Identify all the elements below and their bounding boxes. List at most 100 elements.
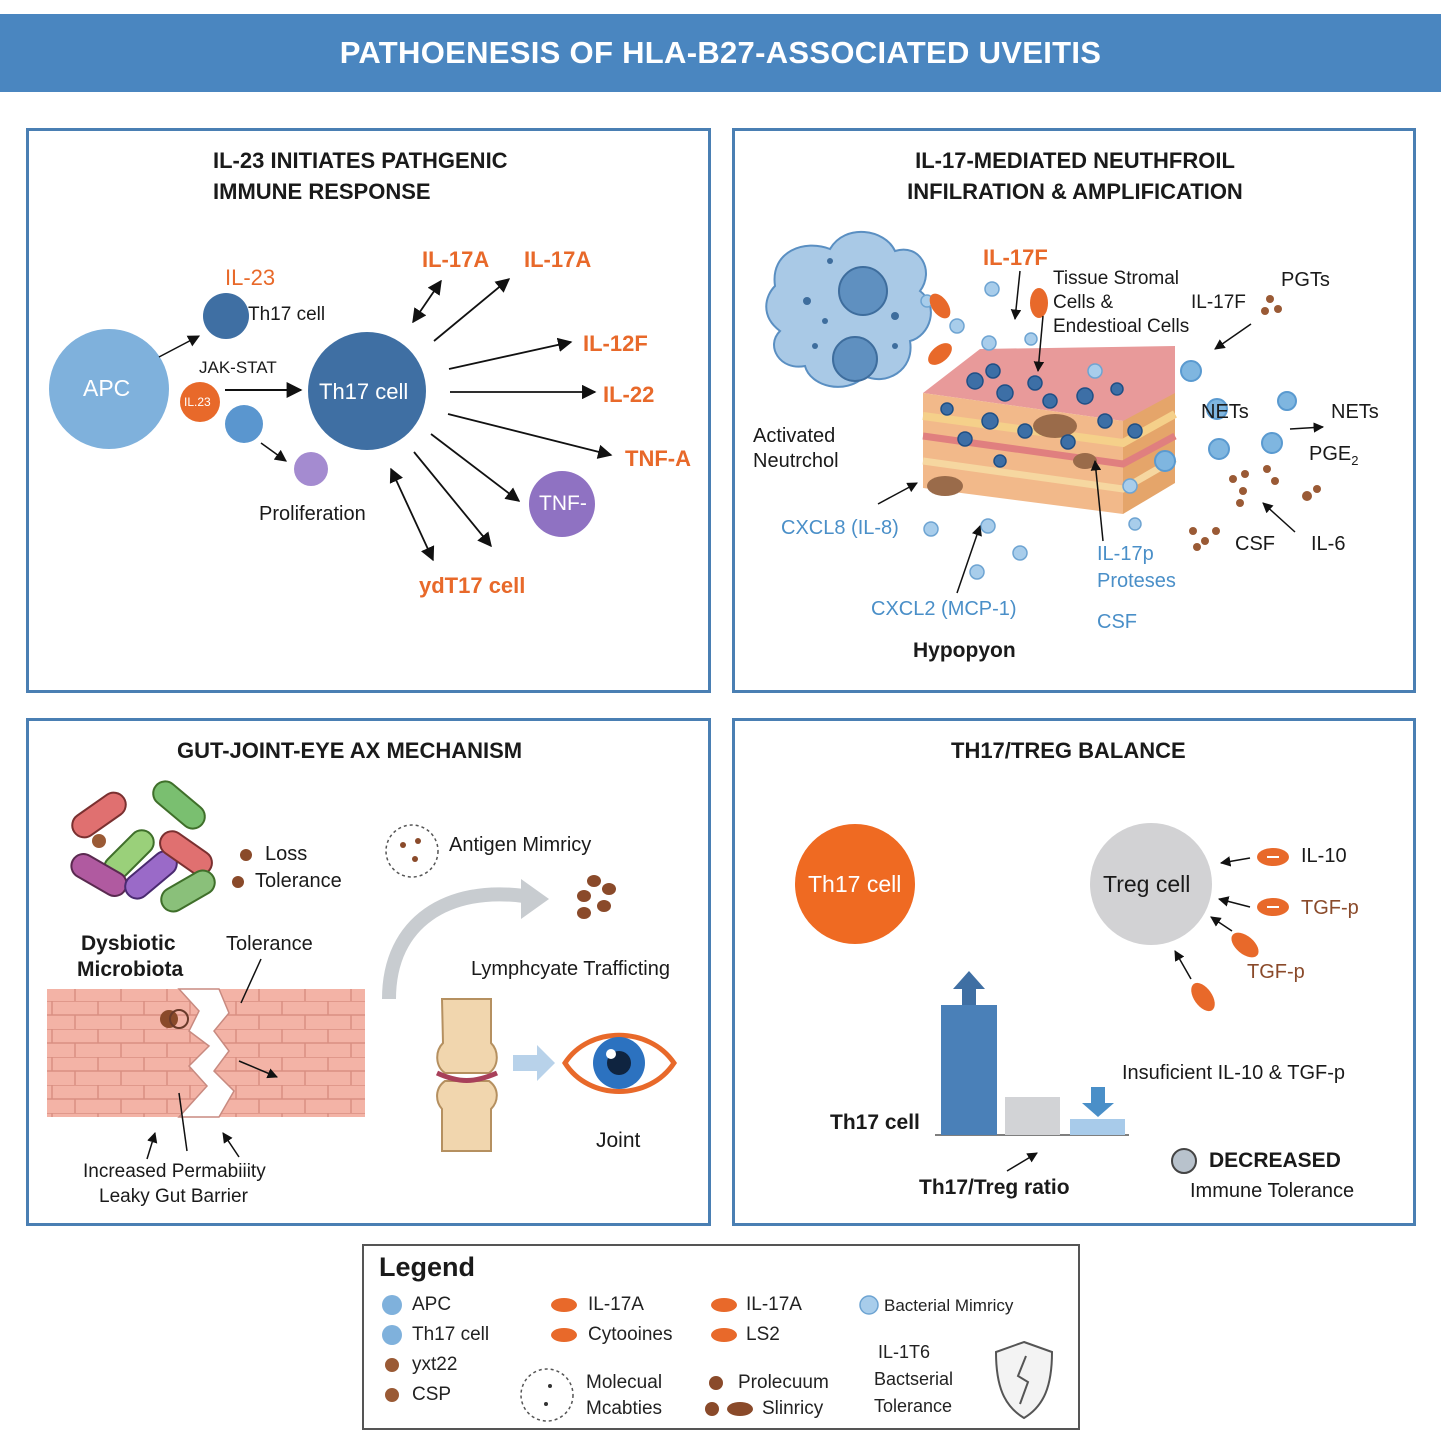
lymph-label: Lymphcyate Trafficting <box>471 958 670 980</box>
loss-label: Loss <box>265 843 308 865</box>
balance-diagram <box>795 823 1289 1174</box>
th17-big-cell <box>308 332 426 450</box>
legend-bacterial: Bactserial <box>874 1369 954 1389</box>
th17-small-cell <box>203 293 249 339</box>
arrow-ydt17-a <box>389 467 435 562</box>
il12f-label: IL-12F <box>583 331 648 356</box>
dysbiotic-label-1: Dysbiotic <box>81 932 176 955</box>
dysbiotic-bacteria <box>70 780 216 913</box>
joint-label: Joint <box>596 1129 641 1152</box>
il17f-top-label: IL-17F <box>983 245 1048 270</box>
legend-bacterial-mimicry: Bacterial Mimricy <box>884 1296 1014 1315</box>
activated-label-2: Neutrchol <box>753 450 839 472</box>
dysbiotic-label-2: Microbiota <box>77 958 184 981</box>
arrow-il17a-2 <box>433 278 511 342</box>
treg-cell <box>1090 823 1212 945</box>
antigen-mimicry-label: Antigen Mimricy <box>449 834 592 856</box>
csf-bottom-label: CSF <box>1097 611 1137 633</box>
decrease-arrow <box>1082 1087 1114 1117</box>
th17-small-label: Th17 cell <box>248 304 326 325</box>
legend-il17a-1: IL-17A <box>588 1294 644 1315</box>
arrow-il12f <box>448 337 573 370</box>
arrow-tnf <box>430 433 521 502</box>
gut-diagram <box>47 780 678 1160</box>
permeability-label-2: Leaky Gut Barrier <box>99 1186 248 1207</box>
decreased-label: DECREASED <box>1209 1149 1341 1172</box>
legend-th17: Th17 cell <box>412 1324 490 1345</box>
tolerance-label-2: Tolerance <box>226 933 313 955</box>
csf-right-label: CSF <box>1235 533 1275 555</box>
tgf-label-1: TGF-p <box>1301 897 1359 919</box>
th17-cell <box>795 824 915 944</box>
arrow-ydt17-b <box>413 451 492 548</box>
tnf-cell <box>529 471 595 537</box>
il17f-right-label: IL-17F <box>1191 292 1246 313</box>
proliferation-cell <box>294 452 328 486</box>
il17a-label-1: IL-17A <box>422 247 490 272</box>
tnf-label: TNF- <box>539 492 587 515</box>
legend-il1t6: IL-1T6 <box>878 1342 931 1362</box>
legend-box: Legend APC Th17 cell yxt22 CSP IL-17A Cy… <box>362 1244 1080 1430</box>
legend-tolerance: Tolerance <box>874 1396 953 1416</box>
legend-yxt22: yxt22 <box>412 1354 458 1375</box>
il23-badge-label: IL.23 <box>184 395 211 409</box>
legend-il17a-2: IL-17A <box>746 1294 802 1315</box>
trafficking-arrow <box>382 887 525 1000</box>
panel-balance: TH17/TREG BALANCE Th17 cell Treg cell <box>732 718 1416 1226</box>
stromal-label-3: Endestioal Cells <box>1053 316 1190 337</box>
stromal-label-1: Tissue Stromal <box>1053 268 1179 289</box>
bar-ratio <box>1005 1097 1060 1135</box>
tolerance-label-1: Tolerance <box>255 870 342 892</box>
panel-il23-title-line2: IMMUNE RESPONSE <box>213 179 431 204</box>
legend-title: Legend <box>379 1252 476 1282</box>
arrow-il17a-1 <box>412 279 442 324</box>
panel-gut: GUT-JOINT-EYE AX MECHANISM <box>26 718 711 1226</box>
bar-treg <box>1070 1119 1125 1135</box>
il23-diagram <box>49 278 613 562</box>
joint-illustration <box>435 998 498 1152</box>
arrow-tnfa <box>447 413 613 459</box>
pgts-label: PGTs <box>1281 269 1330 291</box>
ydt17-label: ydT17 cell <box>419 573 526 598</box>
jak-stat-label: JAK-STAT <box>199 358 277 377</box>
increase-arrow <box>953 971 985 1005</box>
tgf-label-2: TGF-p <box>1247 961 1305 983</box>
legend-swatches <box>382 1295 1054 1422</box>
tnfa-label: TNF-A <box>625 446 691 471</box>
il17a-label-2: IL-17A <box>524 247 592 272</box>
neutrophil-diagram <box>765 231 1325 594</box>
panel-il23-title-line1: IL-23 INITIATES PATHGENIC <box>213 148 508 173</box>
hypopyon-label: Hypopyon <box>913 639 1016 662</box>
permeability-label-1: Increased Permabiiity <box>83 1161 266 1182</box>
panel-il23-title: IL-23 INITIATES PATHGENIC IMMUNE RESPONS… <box>213 145 508 207</box>
panel-balance-title: TH17/TREG BALANCE <box>951 738 1186 763</box>
stromal-label-2: Cells & <box>1053 292 1114 313</box>
legend-csp: CSP <box>412 1384 452 1405</box>
panel-gut-title: GUT-JOINT-EYE AX MECHANISM <box>177 738 523 763</box>
treg-cell-label: Treg cell <box>1103 871 1191 897</box>
legend-cytokines: Cytooines <box>588 1324 673 1345</box>
decreased-marker <box>1171 1148 1197 1174</box>
nets-label-2: NETs <box>1331 401 1379 423</box>
legend-molecular-2: Mcabties <box>586 1398 663 1419</box>
activated-label-1: Activated <box>753 425 836 447</box>
legend-molecular-1: Molecual <box>586 1372 663 1393</box>
eye-illustration <box>562 1032 678 1094</box>
panel-il17-title-line2: INFILRATION & AMPLIFICATION <box>907 179 1243 204</box>
arrow-proliferation <box>260 442 287 462</box>
blue-small-cell <box>225 405 263 443</box>
bar-th17 <box>941 1005 997 1135</box>
panel-il17-title-line1: IL-17-MEDIATED NEUTHFROIL <box>915 148 1235 173</box>
th17-big-label: Th17 cell <box>319 379 409 404</box>
apc-cell <box>49 329 169 449</box>
panel-il17-title: IL-17-MEDIATED NEUTHFROIL INFILRATION & … <box>885 145 1265 207</box>
title-banner: PATHOENESIS OF HLA-B27-ASSOCIATED UVEITI… <box>0 14 1441 92</box>
tissue-top <box>923 346 1175 421</box>
panel-il17: IL-17-MEDIATED NEUTHFROIL INFILRATION & … <box>732 128 1416 693</box>
proteses-label: Proteses <box>1097 570 1176 592</box>
page-title: PATHOENESIS OF HLA-B27-ASSOCIATED UVEITI… <box>339 35 1102 70</box>
legend-ls2: LS2 <box>746 1324 780 1345</box>
insufficient-label: Insuficient IL-10 & TGF-p <box>1122 1062 1346 1084</box>
il6-label: IL-6 <box>1311 533 1346 555</box>
antigen-mimicry-icon <box>385 824 439 878</box>
